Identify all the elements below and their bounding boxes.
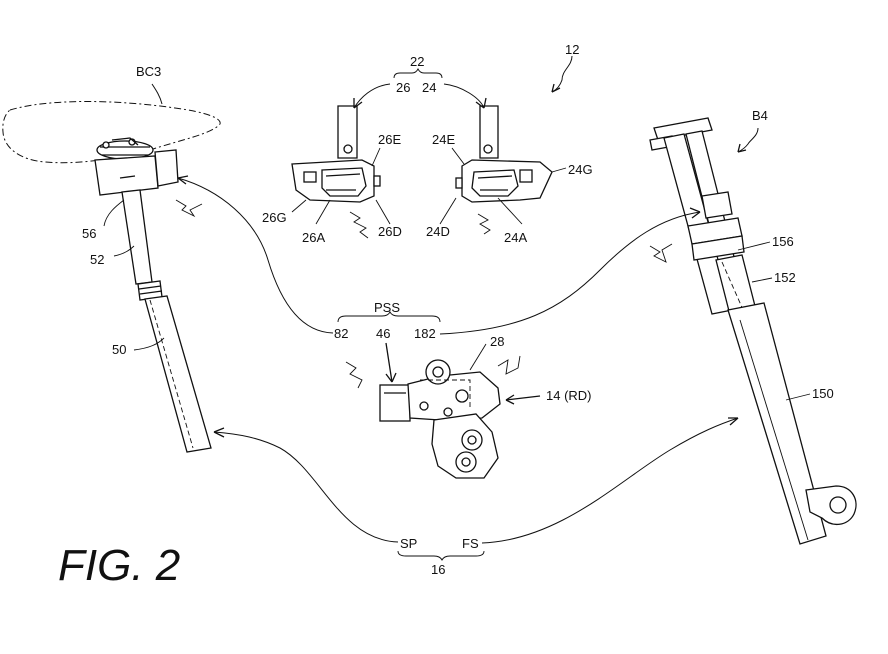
label-182: 182: [414, 326, 436, 341]
label-24E: 24E: [432, 132, 455, 147]
wireless-signal-icon: [497, 355, 521, 375]
label-150: 150: [812, 386, 834, 401]
label-operating-group: 22: [410, 54, 424, 69]
label-BC3: BC3: [136, 64, 161, 79]
wireless-signal-icon: [477, 213, 491, 235]
saddle-outline: [2, 101, 221, 164]
label-B4: B4: [752, 108, 768, 123]
label-26G: 26G: [262, 210, 287, 225]
wireless-signal-icon: [649, 243, 673, 263]
label-system: 12: [565, 42, 579, 57]
connection-lines: [103, 55, 811, 562]
label-rear-derailleur: 14 (RD): [546, 388, 592, 403]
label-24A: 24A: [504, 230, 527, 245]
label-PSS: PSS: [374, 300, 400, 315]
label-SP: SP: [400, 536, 417, 551]
label-152: 152: [774, 270, 796, 285]
label-FS: FS: [462, 536, 479, 551]
label-left-operating: 26: [396, 80, 410, 95]
seatpost-icon: [94, 137, 212, 453]
label-24G: 24G: [568, 162, 593, 177]
label-26D: 26D: [378, 224, 402, 239]
wireless-signal-icon: [349, 211, 369, 239]
left-shifter-icon: [291, 105, 381, 203]
label-56: 56: [82, 226, 96, 241]
label-26E: 26E: [378, 132, 401, 147]
suspension-fork-icon: [649, 117, 857, 545]
label-82: 82: [334, 326, 348, 341]
label-28: 28: [490, 334, 504, 349]
right-shifter-icon: [455, 105, 553, 203]
label-right-operating: 24: [422, 80, 436, 95]
figure-title: FIG. 2: [58, 541, 180, 590]
label-24D: 24D: [426, 224, 450, 239]
label-26A: 26A: [302, 230, 325, 245]
label-46: 46: [376, 326, 390, 341]
wireless-signal-icon: [345, 361, 363, 389]
label-156: 156: [772, 234, 794, 249]
label-50: 50: [112, 342, 126, 357]
rear-derailleur-icon: [379, 359, 501, 479]
label-52: 52: [90, 252, 104, 267]
wireless-signal-icon: [175, 199, 203, 218]
label-16: 16: [431, 562, 445, 577]
